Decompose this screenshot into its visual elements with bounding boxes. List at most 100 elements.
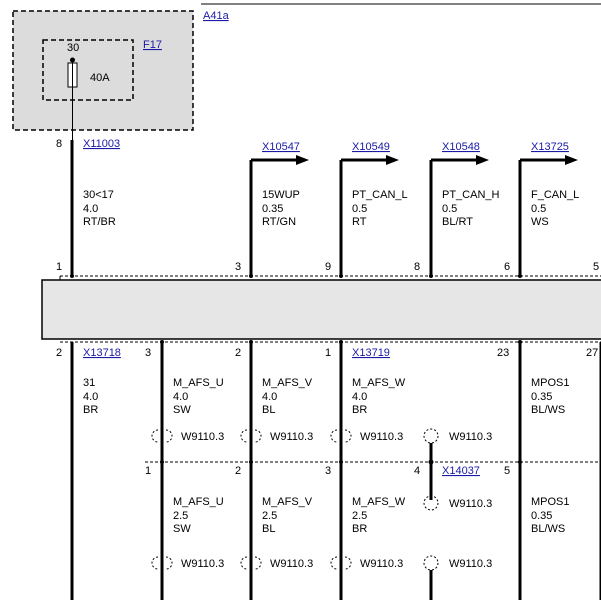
wire-15wup-name: 15WUP bbox=[262, 189, 300, 201]
pin-dot bbox=[249, 274, 253, 278]
arrow-right-icon bbox=[476, 155, 489, 165]
splice-w9110-8: W9110.3 bbox=[360, 558, 403, 570]
connector-x10549[interactable]: X10549 bbox=[352, 141, 390, 153]
wire-31-size: 4.0 bbox=[83, 391, 98, 403]
pin-c2: 2 bbox=[235, 465, 241, 477]
module-a41a-link[interactable]: A41a bbox=[203, 10, 230, 22]
shield-splice-icon bbox=[344, 429, 352, 443]
splice-w9110-3: W9110.3 bbox=[360, 431, 403, 443]
wire-30-17-size: 4.0 bbox=[83, 203, 98, 215]
wire-pt-can-h-name: PT_CAN_H bbox=[442, 189, 500, 201]
pin-b2b: 2 bbox=[235, 347, 241, 359]
pin-b3: 3 bbox=[145, 347, 151, 359]
pin-c3: 3 bbox=[325, 465, 331, 477]
pin-dot bbox=[518, 274, 522, 278]
wire-pt-can-h-size: 0.5 bbox=[442, 203, 457, 215]
wire-m-afs-w-name: M_AFS_W bbox=[352, 377, 406, 389]
shield-splice-icon bbox=[151, 429, 159, 443]
wire-f-can-l-color: WS bbox=[531, 216, 549, 228]
shield-splice-icon bbox=[240, 556, 248, 570]
splice-w9110-6: W9110.3 bbox=[181, 558, 224, 570]
wire-m-afs-v-size: 4.0 bbox=[262, 391, 277, 403]
connector-x13718[interactable]: X13718 bbox=[83, 347, 121, 359]
shield-splice-icon bbox=[330, 429, 338, 443]
wire-mpos1-color: BL/WS bbox=[531, 404, 565, 416]
wire-mpos1-low-size: 0.35 bbox=[531, 510, 552, 522]
pin-dot bbox=[339, 340, 343, 344]
connector-x13719[interactable]: X13719 bbox=[352, 347, 390, 359]
wire-m-afs-w-low-color: BR bbox=[352, 523, 367, 535]
shield-splice-icon bbox=[330, 556, 338, 570]
fuse-rating: 40A bbox=[90, 72, 110, 84]
wire-m-afs-v-low-size: 2.5 bbox=[262, 510, 277, 522]
wire-mpos1-size: 0.35 bbox=[531, 391, 552, 403]
pin-b23: 23 bbox=[497, 347, 509, 359]
wire-m-afs-w-low-size: 2.5 bbox=[352, 510, 367, 522]
pin-dot bbox=[429, 274, 433, 278]
pin-8-a41a: 8 bbox=[56, 138, 62, 150]
shield-splice-icon bbox=[254, 429, 262, 443]
shield-ring-icon bbox=[423, 495, 439, 511]
shield-splice-icon bbox=[165, 429, 173, 443]
control-unit-body[interactable] bbox=[41, 279, 601, 340]
shield-splice-icon bbox=[344, 556, 352, 570]
pin-dot bbox=[518, 460, 522, 464]
fuse-f17-box bbox=[42, 39, 134, 101]
connector-x11003[interactable]: X11003 bbox=[83, 138, 120, 150]
wire-mpos1-low-color: BL/WS bbox=[531, 523, 565, 535]
wire-pt-can-l-size: 0.5 bbox=[352, 203, 367, 215]
wire-m-afs-u-name: M_AFS_U bbox=[173, 377, 224, 389]
wire-mpos1-low-name: MPOS1 bbox=[531, 496, 570, 508]
pin-dot bbox=[249, 340, 253, 344]
wire-f-can-l-name: F_CAN_L bbox=[531, 189, 579, 201]
pin-b1: 1 bbox=[325, 347, 331, 359]
wire-m-afs-u-color: SW bbox=[173, 404, 191, 416]
arrow-right-icon bbox=[386, 155, 399, 165]
wire-m-afs-w-size: 4.0 bbox=[352, 391, 367, 403]
wire-m-afs-v-name: M_AFS_V bbox=[262, 377, 313, 389]
pin-3: 3 bbox=[235, 261, 241, 273]
pin-1: 1 bbox=[56, 261, 62, 273]
pin-6: 6 bbox=[504, 261, 510, 273]
wire-30-17-color: RT/BR bbox=[83, 216, 116, 228]
connector-x10547[interactable]: X10547 bbox=[262, 141, 300, 153]
wire-31-color: BR bbox=[83, 404, 98, 416]
wire-m-afs-u-low-name: M_AFS_U bbox=[173, 496, 224, 508]
pin-8: 8 bbox=[414, 261, 420, 273]
pin-dot bbox=[428, 459, 434, 465]
wire-31-name: 31 bbox=[83, 377, 95, 389]
pin-dot bbox=[70, 274, 74, 278]
pin-c5: 5 bbox=[504, 465, 510, 477]
shield-ring-icon bbox=[423, 428, 439, 444]
pin-c1: 1 bbox=[145, 465, 151, 477]
splice-w9110-2: W9110.3 bbox=[270, 431, 313, 443]
wire-f-can-l-size: 0.5 bbox=[531, 203, 546, 215]
wire-m-afs-u-low-color: SW bbox=[173, 523, 191, 535]
wire-m-afs-v-low-color: BL bbox=[262, 523, 275, 535]
pin-dot bbox=[339, 274, 343, 278]
pin-dot bbox=[160, 340, 164, 344]
splice-w9110-1: W9110.3 bbox=[181, 431, 224, 443]
connector-x14037[interactable]: X14037 bbox=[442, 465, 480, 477]
fuse-f17-link[interactable]: F17 bbox=[143, 39, 162, 51]
pin-b2: 2 bbox=[56, 347, 62, 359]
pin-dot bbox=[249, 460, 253, 464]
fuse-pin-label: 30 bbox=[67, 42, 79, 54]
pin-dot bbox=[518, 340, 522, 344]
wire-m-afs-v-low-name: M_AFS_V bbox=[262, 496, 313, 508]
wire-m-afs-u-low-size: 2.5 bbox=[173, 510, 188, 522]
arrow-right-icon bbox=[296, 155, 309, 165]
splice-w9110-7: W9110.3 bbox=[270, 558, 313, 570]
shield-splice-icon bbox=[240, 429, 248, 443]
wire-mpos1-name: MPOS1 bbox=[531, 377, 570, 389]
shield-splice-icon bbox=[254, 556, 262, 570]
wire-15wup-color: RT/GN bbox=[262, 216, 296, 228]
pin-dot bbox=[160, 460, 164, 464]
pin-5: 5 bbox=[593, 261, 599, 273]
pin-9: 9 bbox=[325, 261, 331, 273]
wire-pt-can-l-name: PT_CAN_L bbox=[352, 189, 408, 201]
connector-x10548[interactable]: X10548 bbox=[442, 141, 480, 153]
splice-w9110-5: W9110.3 bbox=[449, 498, 492, 510]
connector-x13725[interactable]: X13725 bbox=[531, 141, 569, 153]
